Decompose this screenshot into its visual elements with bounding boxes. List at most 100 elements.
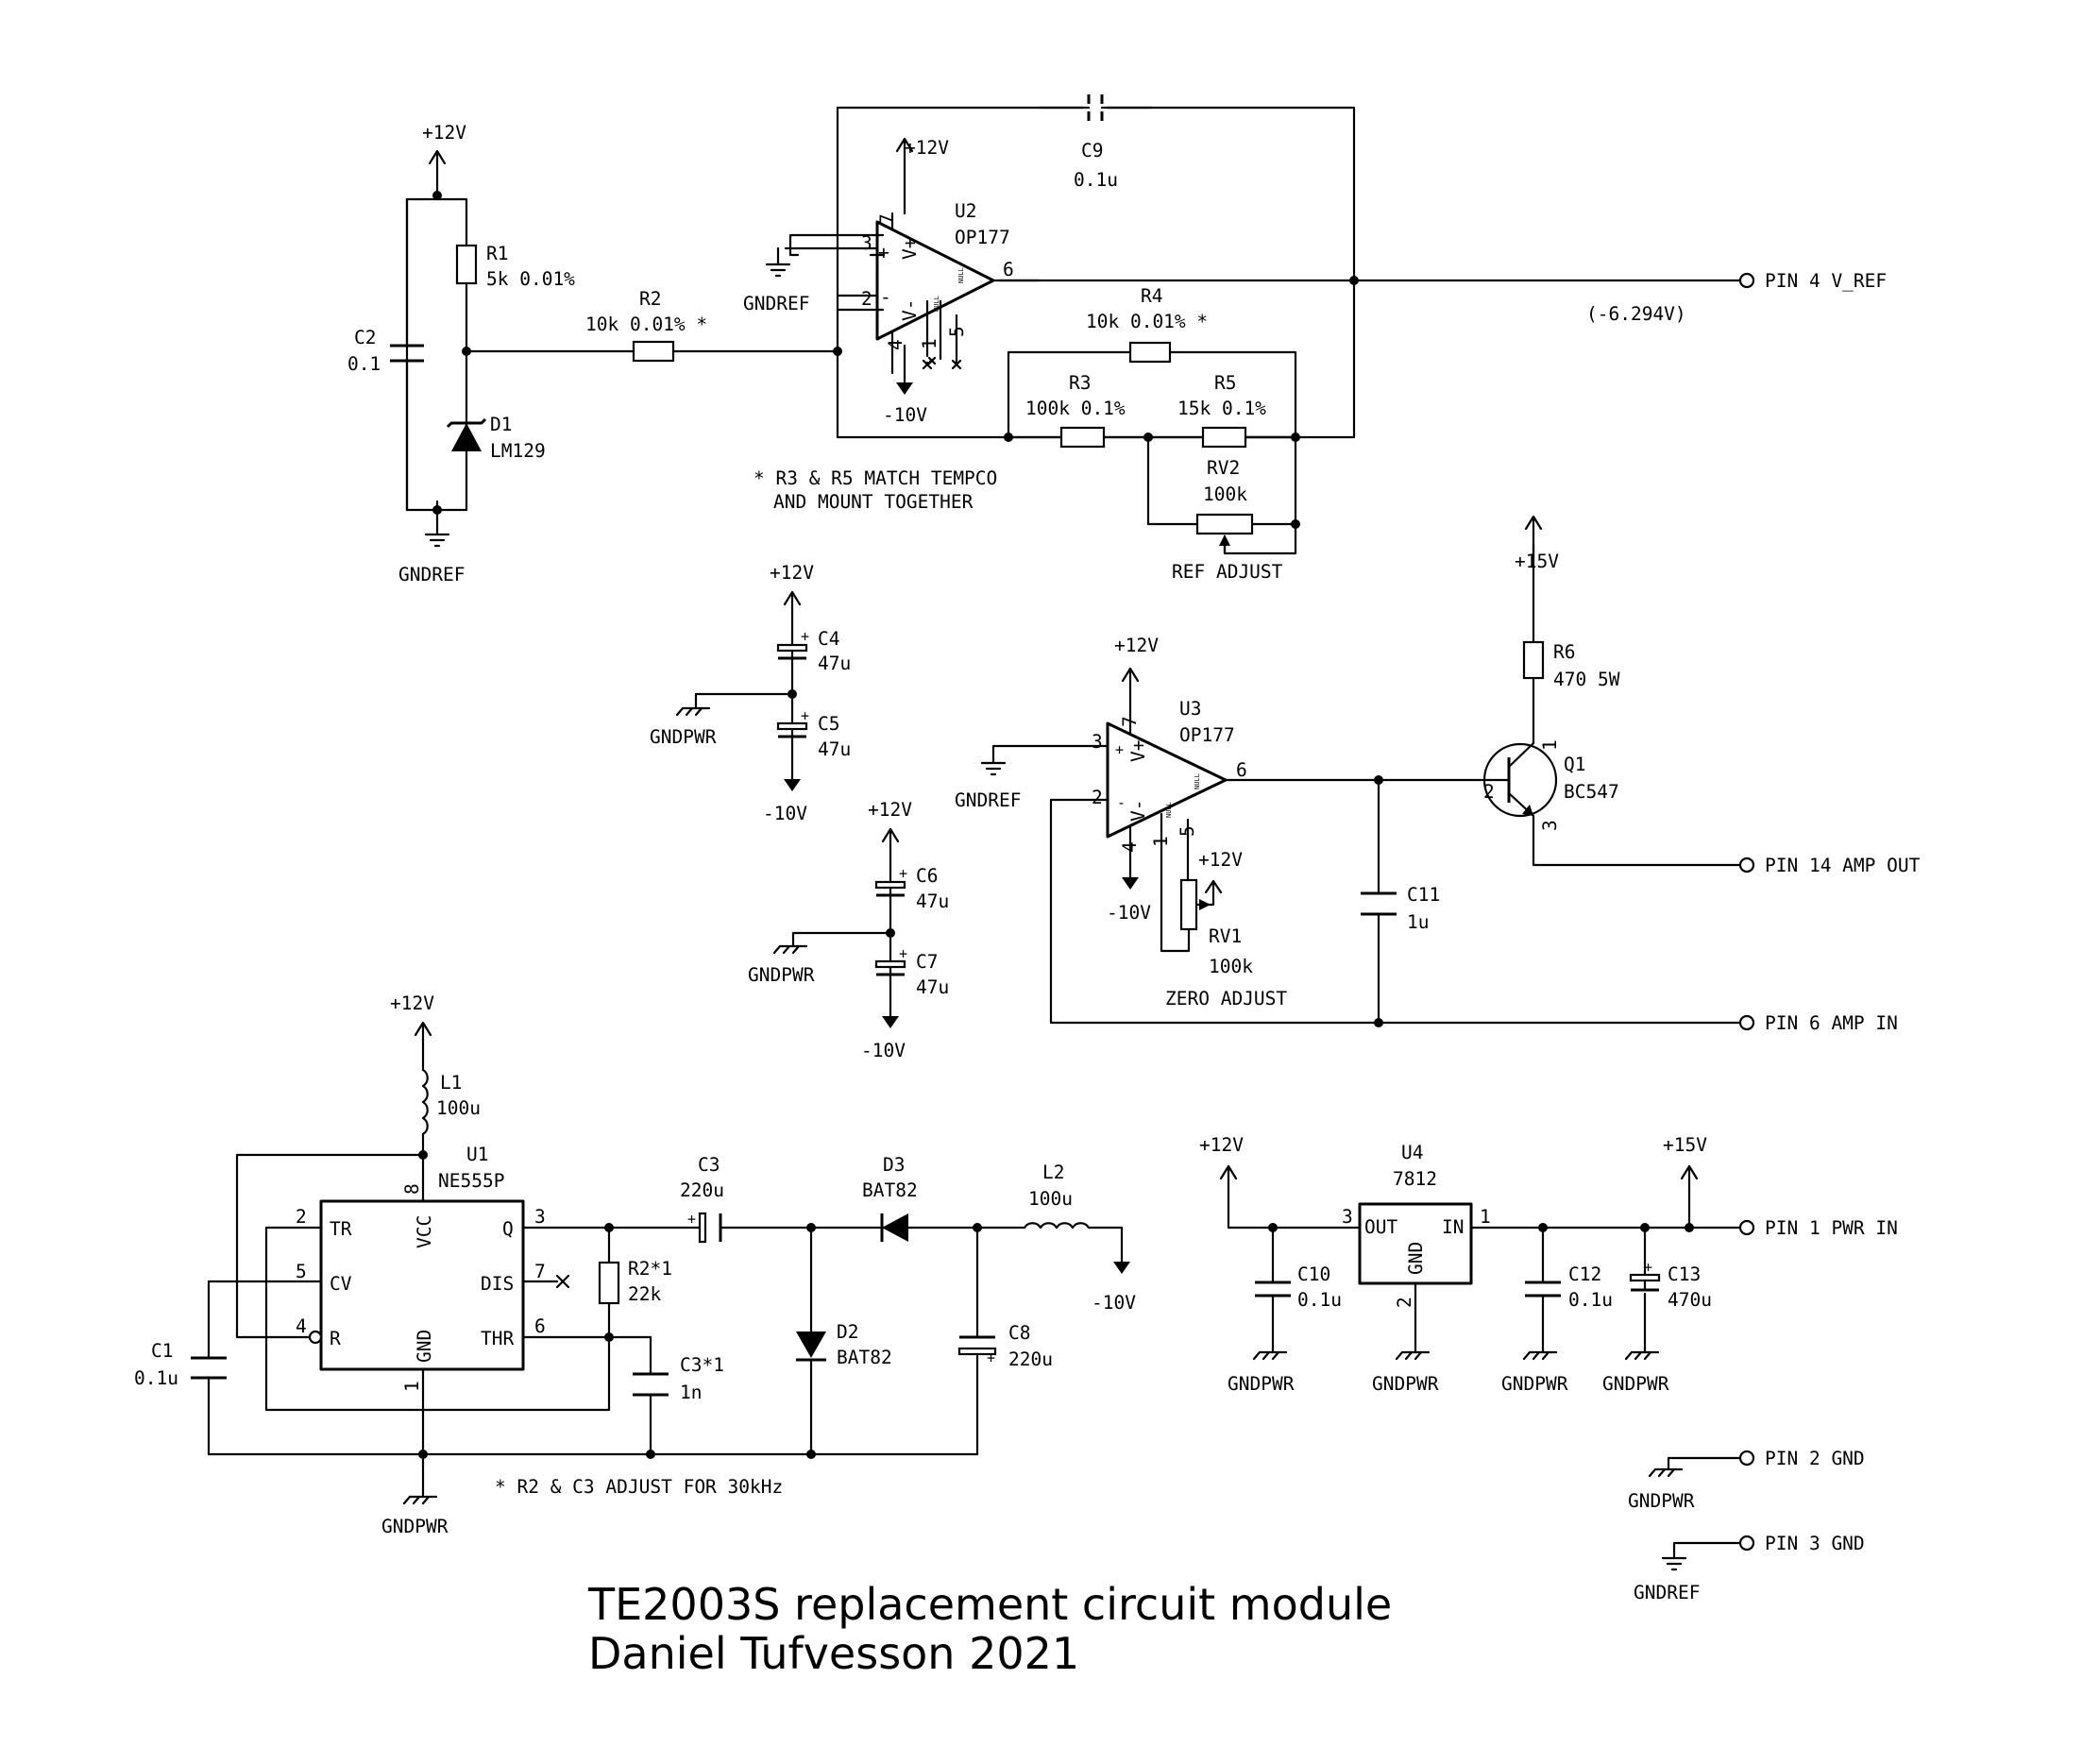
pin-number: 3	[534, 1206, 546, 1228]
null-label: NULL	[933, 296, 940, 312]
pin6-connector[interactable]	[1738, 1014, 1755, 1031]
pin-number: 4	[885, 339, 906, 350]
r1-ref: R1	[486, 243, 508, 264]
amplifier-section: +12V U3 OP177 GNDREF -10V +12V RV1 100k …	[955, 515, 1921, 1034]
pin3-label: PIN 3 GND	[1765, 1533, 1865, 1554]
u4-value: 7812	[1393, 1168, 1437, 1190]
u3-opamp	[1106, 721, 1228, 839]
u1-pin-r: R	[330, 1328, 341, 1349]
rail-label: -10V	[1107, 902, 1151, 924]
adjust-note: * R2 & C3 ADJUST FOR 30kHz	[495, 1476, 783, 1498]
c2-ref: C2	[354, 327, 376, 348]
c3b-value: 1n	[680, 1382, 702, 1403]
c3b-ref: C3*1	[680, 1354, 724, 1376]
r6-resistor	[1522, 640, 1545, 680]
d1-ref: D1	[490, 414, 512, 435]
pin1-label: PIN 1 PWR IN	[1765, 1217, 1898, 1239]
gndpwr-label: GNDPWR	[1372, 1373, 1439, 1395]
l1-value: 100u	[436, 1097, 481, 1119]
r2b-value: 22k	[628, 1283, 661, 1305]
c11-value: 1u	[1407, 911, 1429, 933]
gndref-label: GNDREF	[955, 789, 1021, 811]
l2-ref: L2	[1042, 1162, 1064, 1183]
rv1-note: ZERO ADJUST	[1165, 988, 1287, 1009]
c13-ref: C13	[1668, 1264, 1701, 1285]
gndpwr-label: GNDPWR	[381, 1516, 449, 1537]
r1-resistor	[455, 244, 478, 285]
pin3-connector[interactable]	[1738, 1535, 1755, 1552]
c3-ref: C3	[698, 1154, 720, 1176]
pin-number: 1	[919, 338, 940, 349]
c9-value: 0.1u	[1074, 169, 1118, 191]
rv2-ref: RV2	[1207, 457, 1240, 479]
pin-number: 2	[1394, 1297, 1415, 1308]
pin-number: 3	[1342, 1206, 1353, 1228]
pin14-connector[interactable]	[1738, 857, 1755, 874]
rail-label: +12V	[390, 992, 434, 1014]
pin-number: 8	[401, 1183, 423, 1195]
pin-number: 7	[876, 213, 898, 225]
regulator-section: + +12V U4 7812 OUT IN GND 3 1 2 C10 0.1u…	[1199, 1134, 1898, 1395]
pin-number: 3	[1092, 731, 1103, 753]
u2-value: OP177	[955, 227, 1010, 248]
r2-value: 10k 0.01% *	[585, 314, 707, 335]
pin-number: 2	[1483, 781, 1495, 803]
pin4-label: PIN 4 V_REF	[1765, 270, 1887, 292]
c5-value: 47u	[818, 738, 851, 760]
rail-label: +12V	[868, 799, 912, 821]
gndref-label: GNDREF	[743, 293, 809, 314]
c6-plus: +	[899, 865, 907, 882]
pin-number: 3	[1539, 820, 1561, 831]
r2b-ref: R2*1	[628, 1258, 672, 1280]
d1-value: LM129	[490, 440, 546, 462]
c4-plus: +	[801, 628, 809, 645]
charge-pump-section: + + +12V L1 100u U1 NE555P	[134, 992, 1136, 1537]
opamp-minus: -	[880, 286, 891, 308]
match-note-1: * R3 & R5 MATCH TEMPCO	[754, 467, 997, 489]
d3-diode	[882, 1213, 908, 1242]
u1-pin-thr: THR	[481, 1328, 514, 1349]
pin-number: 2	[861, 288, 872, 310]
u3-ref: U3	[1179, 698, 1201, 720]
pin-number: 1	[401, 1381, 423, 1392]
pin-number: 2	[1092, 787, 1103, 808]
r3-ref: R3	[1069, 372, 1091, 394]
c4-value: 47u	[818, 653, 851, 674]
pin4-connector[interactable]	[1738, 272, 1755, 289]
l2-value: 100u	[1028, 1188, 1073, 1210]
c7-ref: C7	[916, 951, 938, 973]
ground-pins: PIN 2 GND GNDPWR PIN 3 GND GNDREF	[1628, 1448, 1865, 1603]
rail-label: -10V	[1092, 1292, 1136, 1314]
r6-ref: R6	[1553, 641, 1575, 663]
opamp-vminus: V-	[899, 299, 921, 321]
opamp-minus: -	[1117, 794, 1126, 811]
d3-value: BAT82	[862, 1179, 918, 1201]
rail-label: -10V	[763, 803, 807, 824]
pin-number: 6	[1236, 759, 1247, 781]
rv2-note: REF ADJUST	[1172, 561, 1283, 583]
r2-resistor	[632, 340, 675, 363]
pin6-label: PIN 6 AMP IN	[1765, 1012, 1898, 1034]
gndpwr-label: GNDPWR	[1602, 1373, 1669, 1395]
u4-pin-in: IN	[1442, 1216, 1464, 1238]
u4-ref: U4	[1401, 1142, 1423, 1163]
gndpwr-label: GNDPWR	[1228, 1373, 1295, 1395]
u1-pin-q: Q	[502, 1218, 514, 1240]
r4-ref: R4	[1141, 285, 1162, 307]
pin2-connector[interactable]	[1738, 1450, 1755, 1467]
d1-zener	[451, 423, 482, 451]
pin1-connector[interactable]	[1738, 1219, 1755, 1236]
c12-ref: C12	[1568, 1264, 1601, 1285]
pin-number: 3	[861, 232, 872, 254]
pin-number: 5	[296, 1261, 307, 1282]
r4-resistor	[1128, 341, 1172, 364]
null-label: NULL	[957, 267, 965, 283]
l1-ref: L1	[440, 1072, 462, 1094]
rv1-value: 100k	[1209, 956, 1253, 977]
pin2-label: PIN 2 GND	[1765, 1448, 1865, 1469]
c8-ref: C8	[1008, 1322, 1030, 1344]
pin-number: 5	[946, 326, 968, 337]
rail-label: +12V	[1114, 635, 1159, 656]
pin-number: 7	[534, 1261, 546, 1282]
q1-ref: Q1	[1564, 754, 1585, 775]
